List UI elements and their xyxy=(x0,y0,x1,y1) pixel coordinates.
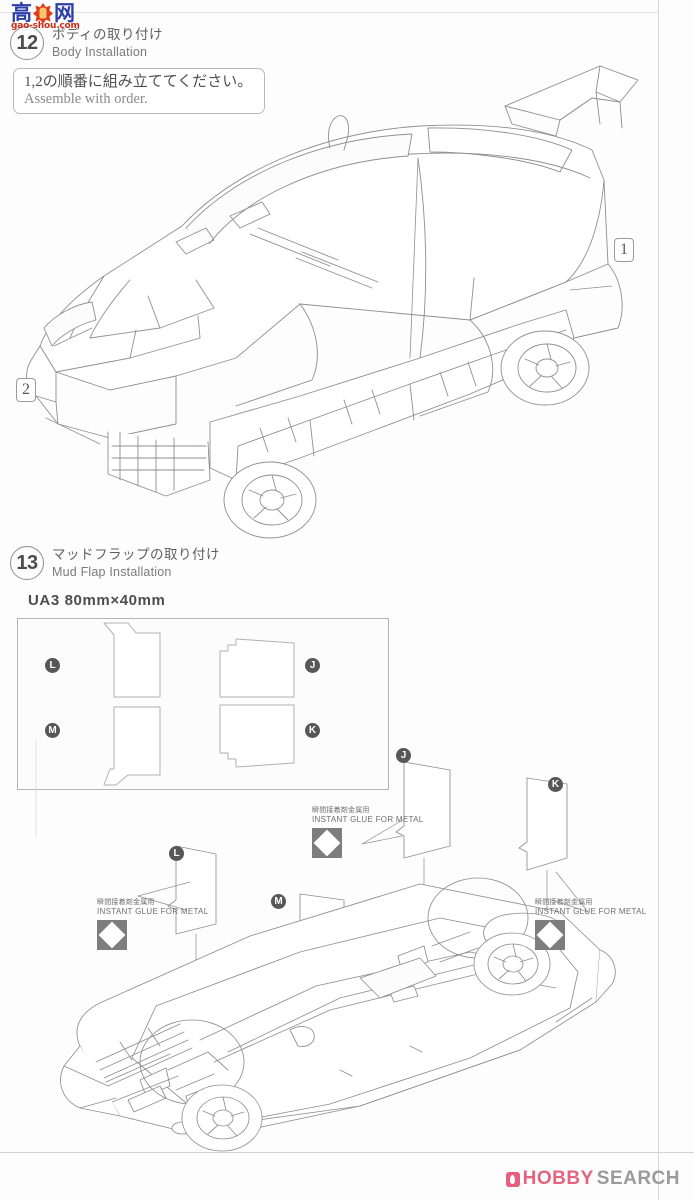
glue-note-right: 瞬間接着剤金属用 INSTANT GLUE FOR METAL xyxy=(535,898,647,951)
template-shape-k xyxy=(219,704,295,768)
template-shape-m xyxy=(103,706,161,786)
instant-glue-metal-icon xyxy=(97,920,127,951)
flap-callout-k: K xyxy=(548,777,563,792)
step-12-title-en: Body Installation xyxy=(52,44,148,59)
glue-note-left: 瞬間接着剤金属用 INSTANT GLUE FOR METAL xyxy=(97,898,209,951)
instant-glue-metal-icon xyxy=(312,828,342,859)
top-divider-rule xyxy=(0,12,658,13)
glue-note-left-en: INSTANT GLUE FOR METAL xyxy=(97,907,209,917)
flap-part-k xyxy=(518,777,568,871)
step-12-note-box: 1,2の順番に組み立ててください。 Assemble with order. xyxy=(13,68,266,115)
step-13-number: 13 xyxy=(10,546,44,580)
glue-note-right-en: INSTANT GLUE FOR METAL xyxy=(535,907,647,917)
logo-text-hobby: HOBBY xyxy=(522,1168,594,1189)
flame-icon xyxy=(505,1171,520,1187)
material-size-label: UA3 80mm×40mm xyxy=(28,592,166,609)
watermark-char-1: 高 xyxy=(11,1,32,25)
template-badge-m: M xyxy=(45,723,60,738)
watermark-url: gao-shou.com xyxy=(11,21,80,31)
template-badge-k: K xyxy=(305,723,320,738)
glue-note-left-jp: 瞬間接着剤金属用 xyxy=(97,899,155,906)
bottom-divider-rule xyxy=(0,1152,694,1153)
logo-text-search: SEARCH xyxy=(596,1168,680,1189)
glue-note-center-jp: 瞬間接着剤金属用 xyxy=(312,807,370,814)
template-shape-j xyxy=(219,638,295,698)
mud-flap-template-sheet xyxy=(17,618,389,790)
flap-callout-m: M xyxy=(271,894,286,909)
step-13-title-jp: マッドフラップの取り付け xyxy=(52,547,220,562)
watermark-char-2: 网 xyxy=(54,1,75,25)
step-13-title-en: Mud Flap Installation xyxy=(52,564,172,579)
step-12-title-jp: ボディの取り付け xyxy=(52,27,164,42)
glue-note-center-en: INSTANT GLUE FOR METAL xyxy=(312,815,424,825)
mud-flap-installation-illustration xyxy=(0,739,694,1170)
step-12-callout-2: 2 xyxy=(16,378,36,402)
glue-note-center: 瞬間接着剤金属用 INSTANT GLUE FOR METAL xyxy=(312,806,424,859)
flap-part-m xyxy=(291,893,345,981)
gao-shou-watermark: 高 网 gao-shou.com xyxy=(11,1,80,32)
step-12-callout-1: 1 xyxy=(614,238,634,262)
flap-callout-j: J xyxy=(396,748,411,763)
step-13-header: 13 マッドフラップの取り付け Mud Flap Installation xyxy=(10,546,220,580)
step-12-note-jp: 1,2の順番に組み立ててください。 xyxy=(24,74,253,90)
hand-ok-icon xyxy=(33,3,53,24)
step-12-number: 12 xyxy=(10,26,44,60)
template-badge-j: J xyxy=(305,658,320,673)
step-12-note-en: Assemble with order. xyxy=(24,91,148,107)
step-12-header: 12 ボディの取り付け Body Installation xyxy=(10,26,163,60)
template-badge-l: L xyxy=(45,658,60,673)
instant-glue-metal-icon xyxy=(535,920,565,951)
template-shape-l xyxy=(103,622,161,698)
glue-note-right-jp: 瞬間接着剤金属用 xyxy=(535,899,593,906)
hobby-search-logo: HOBBY SEARCH xyxy=(505,1168,680,1190)
right-margin-rule xyxy=(658,0,659,1200)
flap-callout-l: L xyxy=(169,846,184,861)
